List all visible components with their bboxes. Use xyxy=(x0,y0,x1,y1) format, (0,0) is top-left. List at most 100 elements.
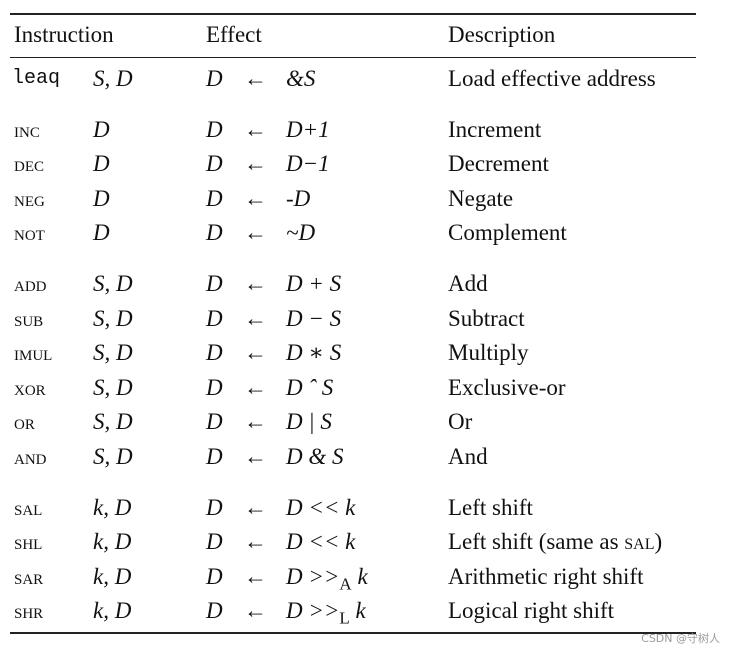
instruction-name: OR xyxy=(14,410,35,434)
bottom-rule xyxy=(10,632,696,634)
shift-subscript: L xyxy=(339,608,350,628)
description: Load effective address xyxy=(448,66,656,91)
top-rule xyxy=(10,13,696,15)
left-arrow-icon: ← xyxy=(244,117,267,142)
operands: S, D xyxy=(93,271,133,296)
instruction-name: SAR xyxy=(14,565,44,589)
effect-destination: D xyxy=(206,529,223,554)
operands: k, D xyxy=(93,495,132,520)
description: Subtract xyxy=(448,306,525,331)
operands: S, D xyxy=(93,409,133,434)
effect-destination: D xyxy=(206,375,223,400)
effect-expression: D << k xyxy=(286,495,356,520)
effect-destination: D xyxy=(206,117,223,142)
effect-expression: &S xyxy=(286,66,316,91)
effect-expression: D | S xyxy=(286,409,332,434)
left-arrow-icon: ← xyxy=(244,306,267,331)
table-row: SAL k, D D ← D << k Left shift xyxy=(0,493,736,523)
operands: D xyxy=(93,117,110,142)
description: Or xyxy=(448,409,473,434)
table-row: NEG D D ← -D Negate xyxy=(0,184,736,214)
effect-destination: D xyxy=(206,66,223,91)
effect-destination: D xyxy=(206,220,223,245)
header-rule xyxy=(10,57,696,58)
description: Left shift (same as SAL) xyxy=(448,527,662,557)
left-arrow-icon: ← xyxy=(244,340,267,365)
description: Negate xyxy=(448,186,514,211)
effect-destination: D xyxy=(206,564,223,589)
left-arrow-icon: ← xyxy=(244,220,267,245)
expression-amount: k xyxy=(351,564,368,589)
instruction-name: NOT xyxy=(14,221,45,245)
instruction-name: SHR xyxy=(14,599,44,623)
expression-shift: D >> xyxy=(286,564,340,589)
description-text: Left shift (same as xyxy=(448,529,625,554)
table-row: DEC D D ← D−1 Decrement xyxy=(0,149,736,179)
effect-expression: D >>A k xyxy=(286,562,368,600)
instruction-name: SAL xyxy=(14,496,43,520)
left-arrow-icon: ← xyxy=(244,444,267,469)
description: Left shift xyxy=(448,495,533,520)
description: And xyxy=(448,444,488,469)
operands: D xyxy=(93,151,110,176)
description: Decrement xyxy=(448,151,549,176)
description: Complement xyxy=(448,220,567,245)
description: Multiply xyxy=(448,340,529,365)
shift-subscript: A xyxy=(339,574,352,594)
left-arrow-icon: ← xyxy=(244,529,267,554)
effect-expression: D+1 xyxy=(286,117,330,142)
operands: S, D xyxy=(93,66,133,91)
table-row: XOR S, D D ← D ˆ S Exclusive-or xyxy=(0,373,736,403)
effect-destination: D xyxy=(206,598,223,623)
table-row: ADD S, D D ← D + S Add xyxy=(0,269,736,299)
effect-destination: D xyxy=(206,409,223,434)
effect-destination: D xyxy=(206,271,223,296)
description: Logical right shift xyxy=(448,598,615,623)
instruction-name: NEG xyxy=(14,187,45,211)
table-row: leaq S, D D ← &S Load effective address xyxy=(0,64,736,94)
table-row: AND S, D D ← D & S And xyxy=(0,442,736,472)
header-description: Description xyxy=(448,22,556,47)
table-row: SHL k, D D ← D << k Left shift (same as … xyxy=(0,527,736,557)
table-row: IMUL S, D D ← D ∗ S Multiply xyxy=(0,338,736,368)
operands: D xyxy=(93,186,110,211)
description: Increment xyxy=(448,117,542,142)
expression-amount: k xyxy=(349,598,366,623)
header-effect: Effect xyxy=(206,22,262,47)
effect-destination: D xyxy=(206,495,223,520)
effect-expression: ~D xyxy=(286,220,316,245)
instruction-name: DEC xyxy=(14,152,44,176)
instruction-name: SUB xyxy=(14,307,44,331)
instruction-name: IMUL xyxy=(14,341,53,365)
watermark: CSDN @守树人 xyxy=(641,632,720,645)
table-row: NOT D D ← ~D Complement xyxy=(0,218,736,248)
effect-expression: D >>L k xyxy=(286,596,366,634)
table-row: INC D D ← D+1 Increment xyxy=(0,115,736,145)
left-arrow-icon: ← xyxy=(244,66,267,91)
left-arrow-icon: ← xyxy=(244,598,267,623)
left-arrow-icon: ← xyxy=(244,271,267,296)
instruction-name: ADD xyxy=(14,272,47,296)
effect-expression: D ∗ S xyxy=(286,340,342,365)
instruction-name: AND xyxy=(14,445,47,469)
left-arrow-icon: ← xyxy=(244,409,267,434)
operands: S, D xyxy=(93,444,133,469)
table-row: SAR k, D D ← D >>A k Arithmetic right sh… xyxy=(0,562,736,594)
left-arrow-icon: ← xyxy=(244,186,267,211)
instruction-name: SHL xyxy=(14,530,43,554)
header-instruction: Instruction xyxy=(14,22,114,47)
operands: k, D xyxy=(93,529,132,554)
operands: D xyxy=(93,220,110,245)
effect-expression: -D xyxy=(286,186,311,211)
instruction-name: INC xyxy=(14,118,40,142)
effect-destination: D xyxy=(206,151,223,176)
effect-destination: D xyxy=(206,340,223,365)
expression-shift: D >> xyxy=(286,598,340,623)
description-close: ) xyxy=(654,529,663,554)
description: Add xyxy=(448,271,488,296)
effect-destination: D xyxy=(206,186,223,211)
effect-expression: D − S xyxy=(286,306,342,331)
effect-expression: D << k xyxy=(286,529,356,554)
effect-expression: D−1 xyxy=(286,151,330,176)
operands: S, D xyxy=(93,375,133,400)
